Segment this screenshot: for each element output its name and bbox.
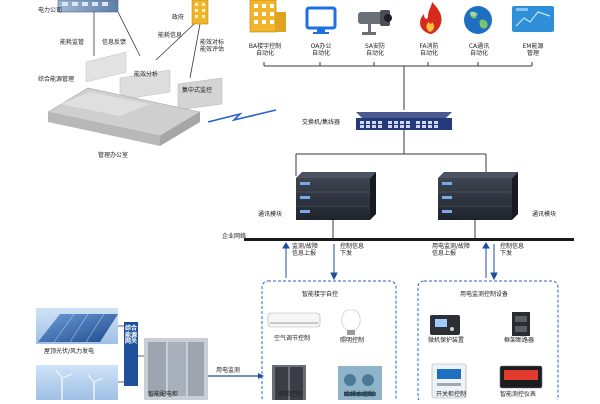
elevator-icon	[272, 365, 306, 400]
energy-regulator-block	[85, 51, 127, 83]
label-smart-building-row3-left: 电梯控制	[278, 391, 303, 398]
label-comprehensive-gateway: 综合能源网关	[125, 325, 138, 346]
label-control-down-left: 控制信息 下发	[340, 243, 365, 257]
label-power-company: 电力公司	[38, 7, 63, 14]
label-lighting-control: 照明控制	[340, 337, 365, 344]
central-monitoring-block	[177, 77, 223, 111]
power-company-building	[57, 0, 119, 13]
label-subsystem-ba: BA楼宇控制 自动化	[248, 43, 282, 57]
label-smart-building-row3-right: 给排水控制	[344, 391, 375, 398]
building-icon	[249, 0, 286, 33]
label-central-monitoring: 集中式监控	[182, 87, 213, 94]
label-ac-control: 空气调节控制	[274, 335, 311, 342]
frame-breaker-icon	[512, 312, 530, 336]
label-info-feedback: 信息反馈	[102, 39, 127, 46]
label-smart-building-title: 智能楼宇自控	[302, 291, 339, 298]
water-pump-icon	[338, 366, 382, 400]
camera-icon	[358, 10, 392, 35]
protection-device-icon	[430, 315, 460, 335]
label-power-monitor-up-right: 用电监测/故障 信息上报	[432, 243, 471, 257]
label-switch: 交换机/集线器	[302, 119, 341, 126]
label-power-monitor-row3-left: 开关柜控制	[436, 391, 467, 398]
fire-icon	[420, 2, 442, 34]
label-pv-wind: 屋顶光伏/风力发电	[44, 348, 95, 355]
government-building	[191, 0, 209, 25]
label-government: 政府	[172, 14, 185, 21]
label-subsystem-sa: SA安防 自动化	[364, 43, 386, 57]
monitor-icon	[305, 6, 337, 34]
mgmt-office-block	[47, 87, 201, 146]
label-energy-analysis: 能效分析	[134, 71, 159, 78]
label-subsystem-fa: FA消防 自动化	[419, 43, 439, 57]
gateway-bar	[124, 322, 138, 386]
switchgear-cabinet-image	[144, 338, 208, 400]
label-switchgear: 智能配电柜	[148, 391, 179, 398]
ac-unit-icon	[267, 312, 321, 328]
label-power-monitor: 用电监测	[216, 367, 241, 374]
label-power-monitor-title: 用电监测控制设备	[460, 291, 509, 298]
label-enterprise-network: 企业网络	[222, 233, 247, 240]
label-power-monitor-row3-right: 智能测控仪表	[500, 391, 537, 398]
network-switch	[356, 112, 452, 130]
label-comm-module-left: 通讯模块	[258, 211, 283, 218]
label-microcomputer-protection: 微机保护装置	[428, 337, 465, 344]
label-energy-indicator-eval: 能效对标 能效评估	[200, 39, 225, 53]
globe-icon	[464, 6, 492, 34]
light-bulb-icon	[341, 309, 361, 335]
label-comprehensive-energy-mgmt: 综合能源管理	[38, 76, 75, 83]
label-mgmt-office: 管理办公室	[98, 152, 129, 159]
ems-icon	[512, 6, 554, 32]
label-comm-module-right: 通讯模块	[532, 211, 557, 218]
label-subsystem-ca: CA通讯 自动化	[468, 43, 490, 57]
label-monitor-fault-up-left: 监测/故障 信息上报	[292, 243, 319, 257]
switchgear-control-icon	[431, 363, 467, 399]
enterprise-network-bus	[244, 238, 574, 241]
pv-panel-image	[36, 308, 118, 344]
wind-turbine-image	[36, 365, 118, 400]
label-energy-regulator: 能耗监管	[60, 39, 85, 46]
label-frame-breaker: 框架断路器	[504, 337, 535, 344]
smart-meter-icon	[499, 365, 543, 389]
label-energy-info: 能耗信息	[158, 32, 183, 39]
label-subsystem-oa: OA办公 自动化	[310, 43, 332, 57]
label-subsystem-em: EM能源 管理	[522, 43, 544, 57]
energy-analysis-block	[119, 69, 171, 101]
comm-module-left-rack	[296, 172, 376, 220]
wireless-link	[207, 109, 277, 123]
comm-module-right-rack	[438, 172, 518, 220]
label-control-down-right: 控制信息 下发	[500, 243, 525, 257]
